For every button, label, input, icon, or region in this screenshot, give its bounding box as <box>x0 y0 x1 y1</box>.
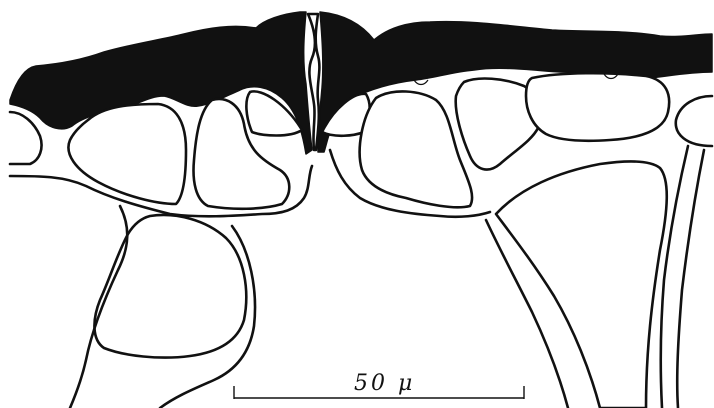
cell-lower-right <box>496 161 667 408</box>
wall-far-right-2 <box>677 150 704 408</box>
cell-lower-left <box>94 215 246 358</box>
cell-1 <box>68 104 186 204</box>
cell-5 <box>526 73 669 141</box>
scale-bar: 50 μ <box>234 371 524 399</box>
cell-left-edge <box>10 112 42 164</box>
scale-bar-label: 50 μ <box>354 371 415 396</box>
cell-right-edge <box>676 96 712 146</box>
